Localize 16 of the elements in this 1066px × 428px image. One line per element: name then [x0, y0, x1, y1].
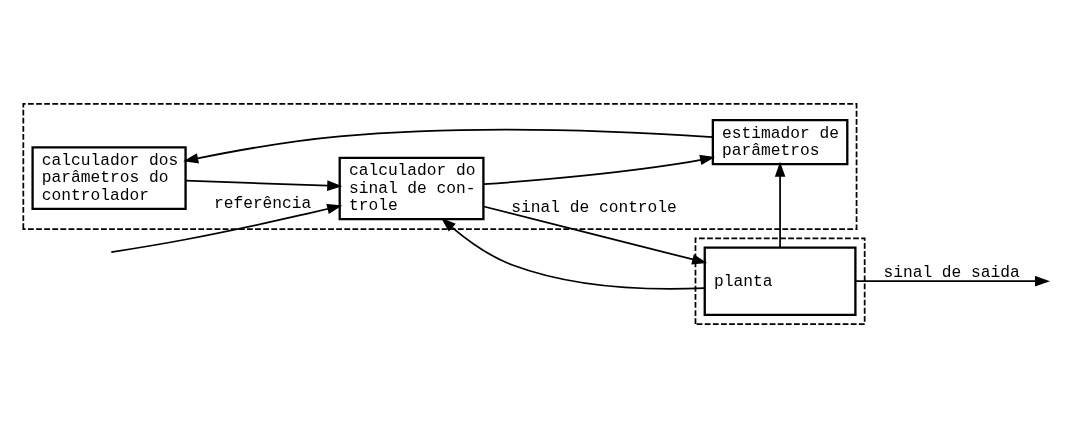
edge-label: sinal de controle [511, 197, 677, 217]
arrow [854, 275, 1051, 287]
arrow [110, 203, 343, 253]
cluster [694, 237, 866, 325]
node-box: calculador dos parâmetros do controlador [31, 146, 187, 210]
edge-label: referência [213, 194, 312, 214]
node-box: calculador do sinal de con- trole [338, 156, 485, 221]
arrow [482, 205, 708, 265]
node-box: planta [703, 246, 857, 316]
arrow [440, 217, 706, 290]
arrow [184, 179, 343, 191]
arrow [483, 154, 716, 186]
edge-label: sinal de saida [883, 262, 1020, 282]
node-box: estimador de parâmetros [711, 118, 849, 166]
arrow [774, 161, 786, 249]
arrow [183, 128, 714, 164]
